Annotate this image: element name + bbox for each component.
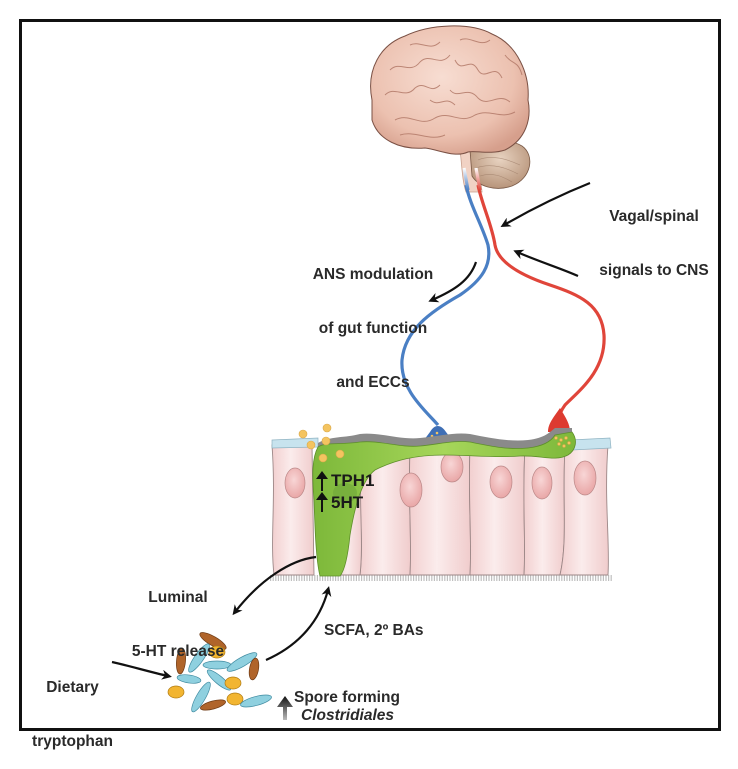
label-tph1: TPH1 [331, 471, 375, 490]
bacterium-rod [176, 674, 202, 684]
bacterium-rod [206, 669, 232, 691]
up-arrow-5ht [316, 492, 328, 512]
bacterium-rod [240, 694, 272, 708]
epithelial-cell [468, 446, 526, 576]
brain-illustration [370, 25, 531, 193]
arrow-scfa [265, 586, 332, 662]
epithelial-cell [523, 447, 566, 576]
brain-gyri [384, 38, 523, 138]
arrow-luminal-release [232, 555, 317, 616]
arrow-ans-modulation [428, 261, 478, 303]
afferent-nerve-red [474, 167, 606, 432]
label-line: Luminal [148, 589, 208, 606]
enterochromaffin-cell [312, 431, 576, 577]
nucleus [573, 460, 597, 496]
up-arrow-spore [277, 696, 293, 720]
label-5ht: 5HT [331, 493, 364, 512]
mucus-layer [318, 428, 572, 450]
apical-surface-right [569, 437, 612, 451]
label-line: signals to CNS [599, 262, 709, 279]
bacterium-rod [248, 657, 260, 681]
label-scfa-bile-acids: SCFA, 2º BAs [324, 622, 424, 639]
nucleus [284, 467, 306, 499]
label-vagal-spinal-signals: Vagal/spinal signals to CNS [590, 172, 718, 298]
label-line: Dietary [46, 679, 99, 696]
nucleus [440, 451, 464, 483]
bacterium-coccus [224, 676, 242, 690]
intestinal-epithelium [270, 423, 612, 581]
serotonin-granules-terminal [554, 436, 571, 448]
bacterium-rod [191, 681, 211, 713]
label-line: Vagal/spinal [609, 208, 699, 225]
ecc-nucleus [333, 483, 357, 503]
nuclei [284, 451, 597, 508]
arrow-vagal-signals [500, 181, 591, 227]
label-luminal-release: Luminal 5-HT release [118, 553, 238, 679]
afferent-terminal [548, 408, 570, 432]
bacterium-rod [176, 647, 186, 675]
bacterium-coccus [208, 645, 226, 659]
label-line: 5-HT release [131, 643, 225, 660]
nucleus [399, 472, 423, 508]
diagram-canvas [111, 25, 612, 720]
bacterium-coccus [167, 685, 185, 699]
up-arrow-tph1 [316, 471, 328, 491]
label-line: of gut function [318, 320, 428, 337]
bacterium-rod [188, 643, 210, 673]
figure-frame [19, 19, 721, 731]
bacterium-rod [226, 652, 258, 672]
label-ans-modulation: ANS modulation of gut function and ECCs [298, 230, 448, 410]
bacterium-rod [200, 699, 226, 711]
nucleus [489, 465, 513, 499]
cerebrum [370, 25, 530, 155]
increase-arrows [277, 471, 328, 720]
released-serotonin-granules [298, 423, 345, 463]
epithelial-cell [271, 444, 315, 576]
label-line: tryptophan [32, 733, 113, 750]
label-spore-forming: Spore forming [294, 689, 400, 706]
gut-microbiota [167, 632, 272, 713]
arrow-dietary-tryptophan [111, 660, 172, 680]
label-line: and ECCs [336, 374, 410, 391]
nucleus [531, 466, 553, 500]
arrow-afferent-up [513, 249, 579, 278]
bacterium-coccus [226, 692, 244, 706]
label-clostridiales: Clostridiales [301, 707, 395, 724]
bacterium-rod [199, 632, 227, 650]
arrows [111, 181, 591, 680]
label-dietary-tryptophan: Dietary tryptophan [25, 643, 120, 769]
label-line: ANS modulation [312, 266, 434, 283]
